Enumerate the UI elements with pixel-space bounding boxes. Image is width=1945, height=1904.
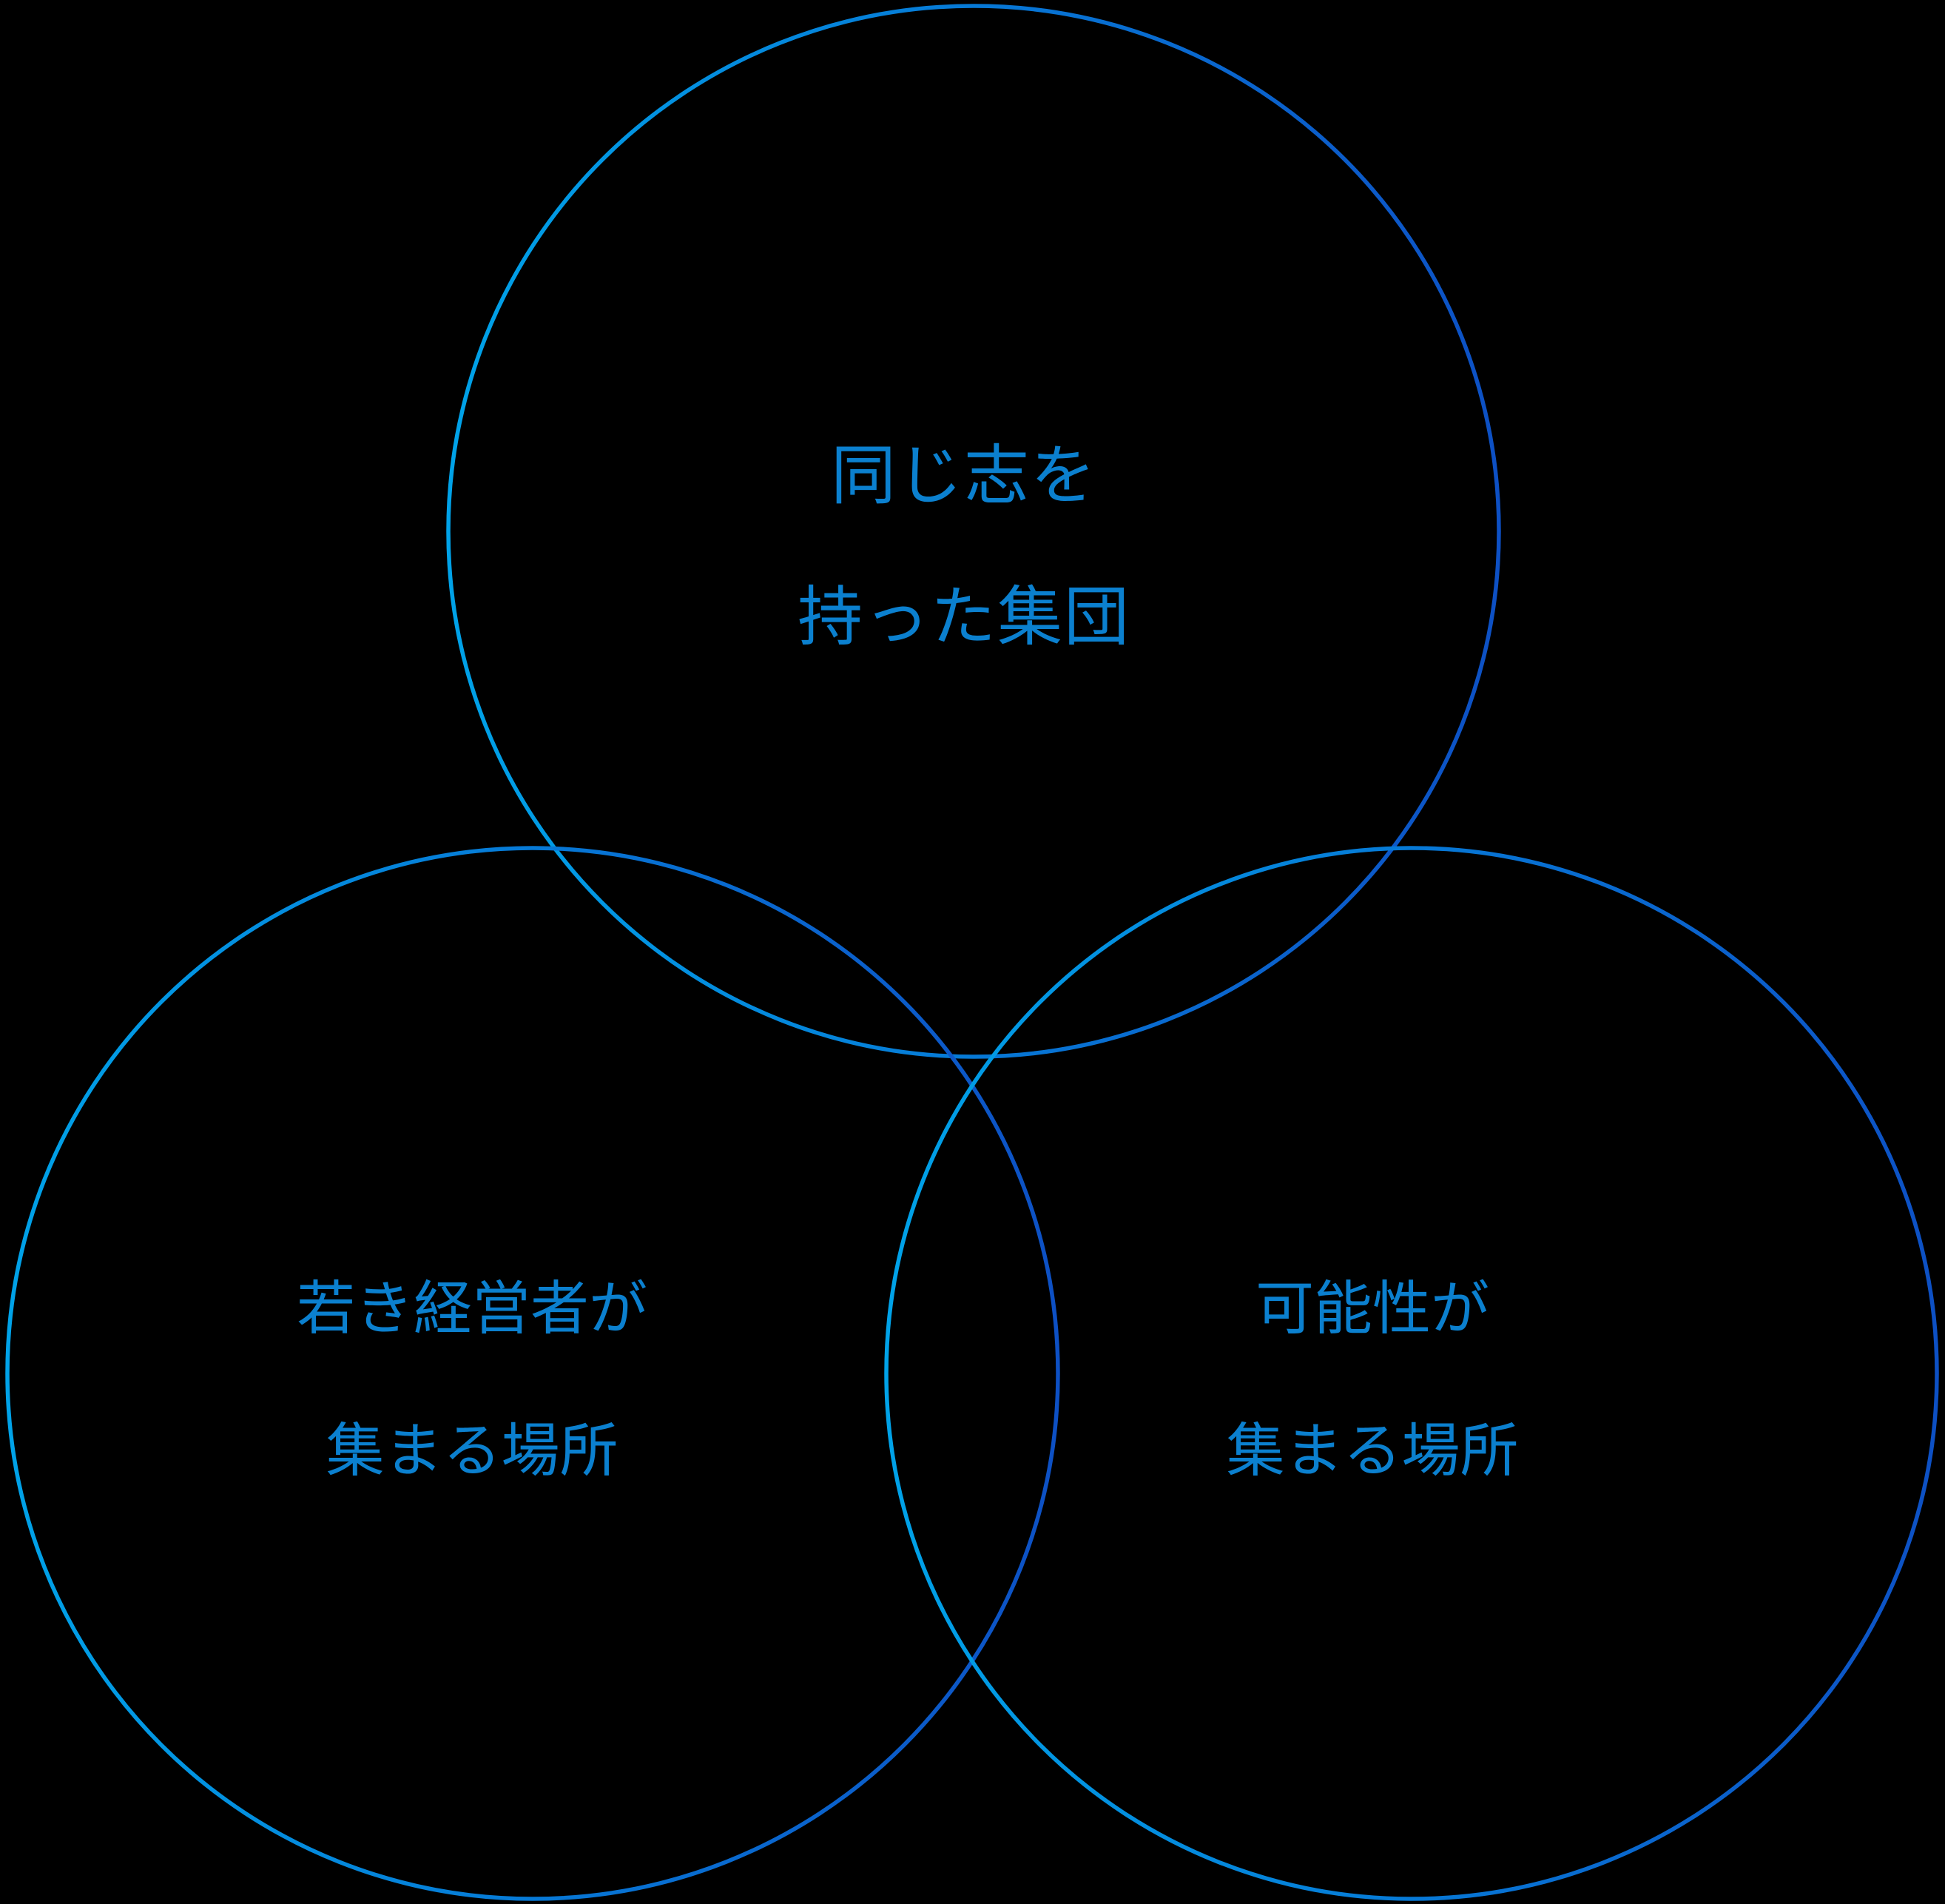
bottom-right-circle [884, 846, 1939, 1901]
top-circle-label-line2: 持った集団 [797, 580, 1131, 653]
top-circle-label-line1: 同じ志を [830, 439, 1098, 512]
bottom-left-circle-label-line2: 集まる場所 [326, 1417, 618, 1484]
top-circle [446, 4, 1501, 1059]
bottom-left-circle-label-line1: 若き経営者が [297, 1275, 647, 1342]
bottom-left-circle [5, 846, 1060, 1901]
bottom-right-circle-label-line1: 可能性が [1255, 1275, 1489, 1342]
bottom-right-circle-label-line2: 集まる場所 [1226, 1417, 1519, 1484]
